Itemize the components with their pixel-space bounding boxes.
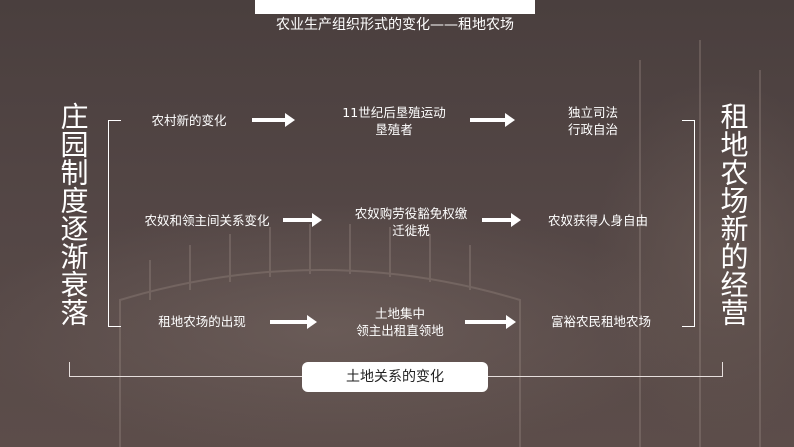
row3-col2-line2: 领主出租直领地 <box>356 323 444 338</box>
left-bracket <box>108 120 121 327</box>
row1-col2-line1: 11世纪后垦殖运动 <box>342 105 446 120</box>
row1-arrow-2 <box>470 113 515 127</box>
row1-col3-line1: 独立司法 <box>567 105 618 120</box>
row1-col3-line2: 行政自治 <box>567 122 618 137</box>
row1-col2-line2: 垦殖者 <box>375 122 413 137</box>
row2-arrow-1 <box>283 213 322 227</box>
row2-col2-line2: 迁徙税 <box>392 223 430 238</box>
row1-col1-text: 农村新的变化 <box>151 113 227 128</box>
row2-col2-text: 农奴购劳役豁免权缴 迁徙税 <box>345 205 477 239</box>
row3-col3-text: 富裕农民租地农场 <box>550 314 651 329</box>
row3-arrow-1 <box>270 315 317 329</box>
row3-arrow-2 <box>465 315 516 329</box>
row2-col2-line1: 农奴购劳役豁免权缴 <box>354 206 468 221</box>
row2-arrow-2 <box>482 213 521 227</box>
bottom-label-box: 土地关系的变化 <box>302 362 488 392</box>
row2-col1-text: 农奴和领主间关系变化 <box>144 213 270 228</box>
row3-col1-text: 租地农场的出现 <box>158 314 246 329</box>
row3-col2-text: 土地集中 领主出租直领地 <box>342 305 458 339</box>
row1-col2-text: 11世纪后垦殖运动 垦殖者 <box>320 104 468 138</box>
right-bracket <box>682 120 695 327</box>
row1-col3-text: 独立司法 行政自治 <box>545 104 641 138</box>
row1-arrow-1 <box>252 113 295 127</box>
left-vertical-title: 庄园制度逐渐衰落 <box>56 102 90 326</box>
right-vertical-title: 租地农场新的经营 <box>716 102 750 326</box>
row2-col3-text: 农奴获得人身自由 <box>547 213 648 228</box>
title-box <box>255 0 535 14</box>
row3-col2-line1: 土地集中 <box>374 306 425 321</box>
page-title: 农业生产组织形式的变化——租地农场 <box>276 17 514 33</box>
